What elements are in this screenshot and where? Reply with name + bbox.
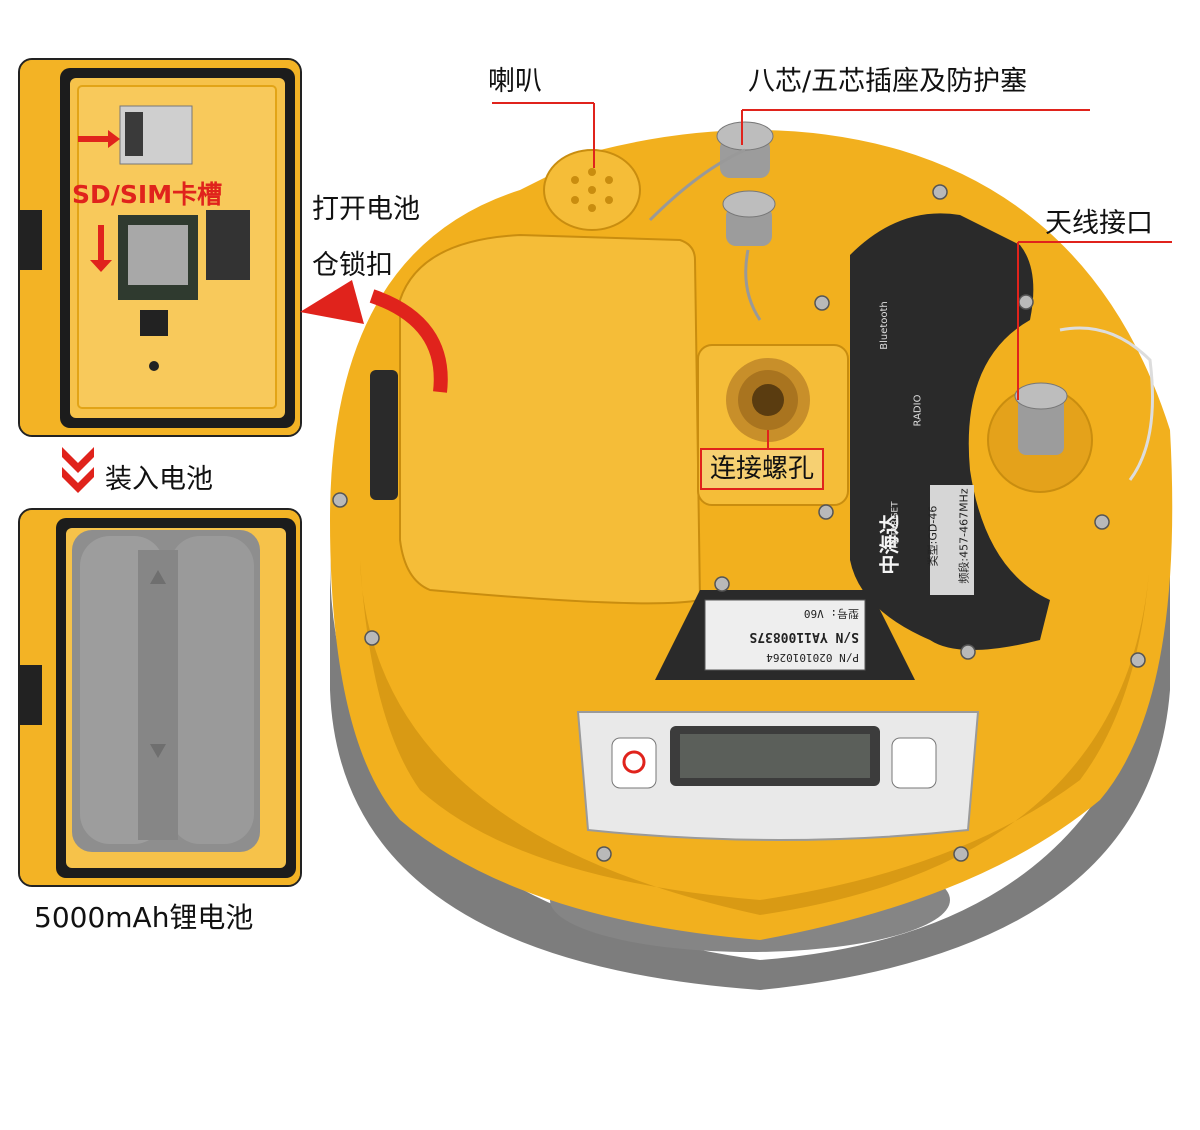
model-row: 型号: V60 bbox=[803, 607, 859, 620]
bluetooth-text: Bluetooth bbox=[878, 301, 890, 350]
sn-row: S/N YA1100837S bbox=[749, 629, 859, 644]
brand-en-text: HI-TARGET bbox=[890, 501, 901, 549]
card-slot-label: SD/SIM卡槽 bbox=[72, 180, 223, 209]
battery-installed-panel bbox=[18, 508, 302, 887]
radio-type-text: 类型:GD-46 bbox=[926, 505, 940, 567]
speaker-label: 喇叭 bbox=[488, 66, 542, 97]
mount-hole-label: 连接螺孔 bbox=[700, 448, 825, 490]
battery-graphic bbox=[20, 510, 300, 885]
pn-row: P/N 0201010264 bbox=[766, 651, 859, 664]
battery-lock-label-line2: 仓锁扣 bbox=[312, 250, 393, 281]
insert-battery-label: 装入电池 bbox=[105, 464, 213, 495]
antenna-label: 天线接口 bbox=[1045, 208, 1153, 239]
battery-spec-label: 5000mAh锂电池 bbox=[34, 901, 254, 934]
compartment-open-panel: SD/SIM卡槽 bbox=[18, 58, 302, 437]
battery-lock-label-line1: 打开电池 bbox=[312, 194, 420, 225]
radio-text: RADIO bbox=[912, 394, 924, 427]
compartment-open-graphic bbox=[20, 60, 300, 435]
serial-label-plate: P/N 0201010264 S/N YA1100837S 型号: V60 bbox=[705, 600, 865, 670]
double-chevron-down-icon bbox=[62, 447, 94, 493]
radio-freq-plate: 类型:GD-46 频段:457-467MHz bbox=[926, 488, 974, 592]
radio-freq-text: 频段:457-467MHz bbox=[957, 488, 971, 584]
connector-label: 八芯/五芯插座及防护塞 bbox=[748, 66, 1028, 97]
